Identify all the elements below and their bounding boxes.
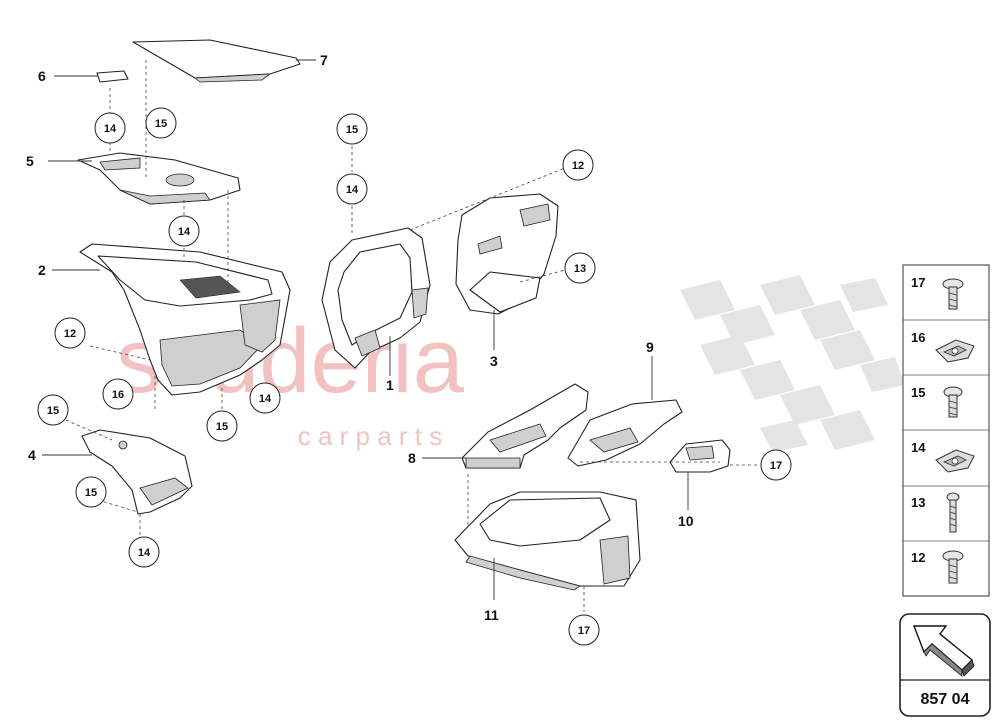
callout-6: 6 [38, 68, 46, 84]
callout-2: 2 [38, 262, 46, 278]
svg-text:14: 14 [911, 440, 926, 455]
svg-text:14: 14 [104, 123, 117, 135]
svg-text:13: 13 [574, 263, 586, 275]
legend-item-16: 16 [911, 330, 975, 363]
callout-11: 11 [484, 607, 499, 623]
part-6-clip [96, 70, 129, 83]
part-7-cover [132, 39, 301, 83]
svg-text:15: 15 [216, 421, 228, 433]
svg-text:14: 14 [259, 393, 272, 405]
screw-icon [942, 550, 964, 584]
svg-text:14: 14 [178, 226, 191, 238]
part-3-side-housing [455, 193, 559, 315]
diagram-code-box: 857 04 [899, 613, 991, 717]
legend-item-12: 12 [911, 550, 964, 584]
bubble-14: 14 [94, 112, 126, 144]
part-11-tray [454, 491, 641, 591]
part-1-instrument-housing [321, 227, 431, 369]
callout-3: 3 [490, 353, 498, 369]
bubble-13: 13 [564, 252, 596, 284]
bubble-15: 15 [145, 107, 177, 139]
svg-text:14: 14 [346, 184, 359, 196]
bubble-14: 14 [128, 536, 160, 568]
fastener-bubbles: 14 15 15 14 12 14 12 13 14 16 15 15 15 1… [37, 107, 792, 646]
callout-8: 8 [408, 450, 416, 466]
callout-4: 4 [28, 447, 36, 463]
svg-text:15: 15 [346, 124, 358, 136]
svg-text:17: 17 [911, 275, 925, 290]
bubble-15: 15 [336, 113, 368, 145]
legend-item-13: 13 [911, 492, 960, 533]
svg-text:16: 16 [911, 330, 925, 345]
part-4-bracket [81, 429, 193, 515]
part-callouts: 7 6 5 2 4 1 3 8 9 10 11 [26, 52, 694, 623]
bubble-14: 14 [249, 382, 281, 414]
arrow-icon[interactable] [912, 625, 975, 677]
long-screw-icon [946, 492, 960, 533]
dashed-lines [65, 60, 760, 612]
svg-text:17: 17 [578, 625, 590, 637]
fastener-legend: 17 16 15 [902, 264, 990, 597]
bubble-12: 12 [562, 149, 594, 181]
callout-7: 7 [320, 52, 328, 68]
bubble-14: 14 [336, 173, 368, 205]
svg-text:12: 12 [64, 328, 76, 340]
callout-9: 9 [646, 339, 654, 355]
bubble-14: 14 [168, 215, 200, 247]
bubble-17: 17 [760, 449, 792, 481]
bubble-15: 15 [75, 476, 107, 508]
part-2-console-frame [79, 243, 291, 396]
svg-text:13: 13 [911, 495, 925, 510]
svg-text:15: 15 [911, 385, 925, 400]
svg-text:16: 16 [112, 389, 124, 401]
callout-1: 1 [386, 377, 394, 393]
svg-text:17: 17 [770, 460, 782, 472]
clip-nut-icon [935, 449, 975, 473]
bubble-15: 15 [206, 410, 238, 442]
svg-text:15: 15 [47, 405, 59, 417]
screw-icon [942, 278, 964, 310]
legend-item-15: 15 [911, 385, 963, 418]
checkered-flag-watermark [680, 275, 905, 452]
bubble-17: 17 [568, 614, 600, 646]
bubble-16: 16 [102, 378, 134, 410]
svg-text:15: 15 [155, 118, 167, 130]
clip-nut-icon [935, 339, 975, 363]
part-10-bracket [669, 439, 731, 473]
legend-item-17: 17 [911, 275, 964, 310]
svg-text:12: 12 [572, 160, 584, 172]
part-8-duct [461, 383, 589, 469]
bubble-12: 12 [54, 317, 86, 349]
callout-5: 5 [26, 153, 34, 169]
watermark-subtitle: c a r p a r t s [298, 421, 443, 451]
callout-10: 10 [678, 513, 694, 529]
diagram-code: 857 04 [921, 691, 970, 708]
svg-text:12: 12 [911, 550, 925, 565]
screw-icon [943, 386, 963, 418]
leader-lines [42, 59, 689, 600]
svg-text:14: 14 [138, 547, 151, 559]
bubble-15: 15 [37, 394, 69, 426]
legend-item-14: 14 [911, 440, 975, 473]
part-9-duct-cover [567, 399, 683, 467]
svg-text:15: 15 [85, 487, 97, 499]
part-5-trim-panel [77, 152, 241, 205]
